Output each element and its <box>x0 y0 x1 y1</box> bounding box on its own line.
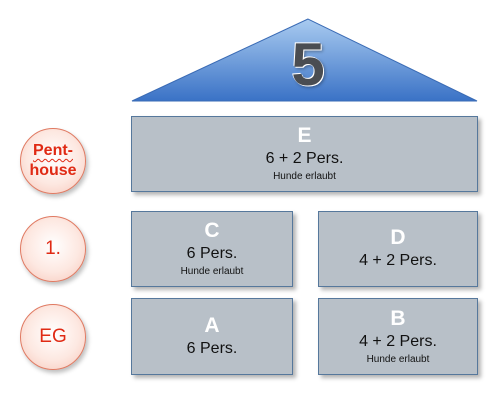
unit-c-letter: C <box>204 219 220 242</box>
unit-a[interactable]: A 6 Pers. <box>131 298 293 375</box>
unit-b-note: Hunde erlaubt <box>366 353 430 365</box>
unit-b[interactable]: B 4 + 2 Pers. Hunde erlaubt <box>318 298 478 375</box>
floor-label-ground-text: EG <box>39 326 67 347</box>
floor-label-first: 1. <box>20 216 86 282</box>
floor-label-penthouse-line2: house <box>29 162 77 179</box>
house-number: 5 <box>291 31 325 98</box>
floor-label-penthouse-line1: Pent- <box>33 142 73 159</box>
unit-e-note: Hunde erlaubt <box>273 171 336 182</box>
unit-d-letter: D <box>390 226 406 249</box>
unit-e-letter: E <box>297 124 312 147</box>
unit-c-capacity: 6 Pers. <box>186 245 238 262</box>
floor-label-penthouse: Pent- house <box>20 128 86 194</box>
unit-a-capacity: 6 Pers. <box>186 339 238 357</box>
floor-label-first-text: 1. <box>45 238 61 259</box>
floor-label-ground: EG <box>20 304 86 370</box>
unit-b-letter: B <box>390 306 406 330</box>
unit-e[interactable]: E 6 + 2 Pers. Hunde erlaubt <box>131 116 478 192</box>
unit-b-capacity: 4 + 2 Pers. <box>359 332 437 350</box>
roof-triangle <box>131 18 478 102</box>
unit-e-capacity: 6 + 2 Pers. <box>265 150 344 167</box>
unit-c[interactable]: C 6 Pers. Hunde erlaubt <box>131 211 293 287</box>
unit-d-capacity: 4 + 2 Pers. <box>359 252 437 269</box>
unit-c-note: Hunde erlaubt <box>180 266 244 277</box>
unit-a-letter: A <box>204 313 220 337</box>
unit-d[interactable]: D 4 + 2 Pers. <box>318 211 478 287</box>
roof <box>131 18 478 102</box>
